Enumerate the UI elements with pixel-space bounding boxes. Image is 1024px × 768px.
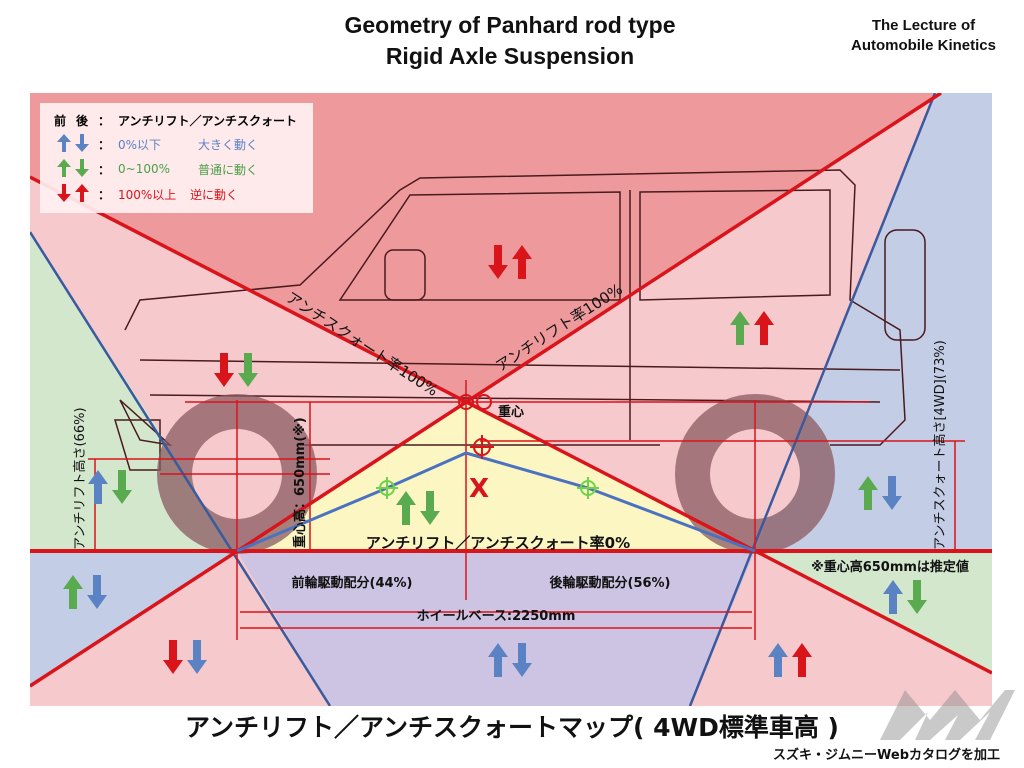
suspension-link-lines bbox=[236, 451, 756, 553]
red-down-arrow-icon bbox=[214, 353, 234, 387]
rear-drive-label: 後輪駆動配分(56%) bbox=[550, 575, 671, 591]
instant-center-mark: X bbox=[469, 474, 489, 504]
blue-up-down-arrows-icon bbox=[54, 133, 98, 156]
title-line-2: Rigid Axle Suspension bbox=[385, 43, 635, 69]
red-up-arrow-icon bbox=[792, 643, 812, 677]
map-title: アンチリフト／アンチスクォートマップ( 4WD標準車高 ) bbox=[185, 713, 839, 742]
link-pivot-markers bbox=[376, 477, 599, 499]
wheelbase-label: ホイールベース:2250mm bbox=[417, 609, 576, 624]
red-down-arrow-icon bbox=[488, 245, 508, 279]
front-zero-line bbox=[30, 231, 332, 706]
lecture-line-1: The Lecture of bbox=[871, 17, 976, 34]
green-up-arrow-icon bbox=[730, 311, 750, 345]
cg-label: 重心 bbox=[498, 404, 524, 420]
legend-row-red: ： 100%以上 逆に動く bbox=[54, 183, 238, 205]
anti-squat-height-label: アンチスクォート高さ[4WD](73%) bbox=[932, 340, 948, 550]
green-up-arrow-icon bbox=[63, 575, 83, 609]
legend-colon: ： bbox=[98, 113, 111, 128]
lecture-line-2: Automobile Kinetics bbox=[850, 37, 996, 54]
red-down-arrow-icon bbox=[163, 640, 183, 674]
page-title: Geometry of Panhard rod type Rigid Axle … bbox=[250, 10, 770, 72]
green-down-arrow-icon bbox=[112, 470, 132, 504]
green-down-arrow-icon bbox=[907, 580, 927, 614]
legend-meaning: 大きく動く bbox=[198, 137, 259, 152]
green-up-arrow-icon bbox=[396, 491, 416, 525]
cg-height-label: 重心高：650mm(※) bbox=[292, 417, 308, 548]
arrow-pairs bbox=[63, 245, 927, 677]
legend-colon: ： bbox=[98, 162, 111, 177]
title-line-1: Geometry of Panhard rod type bbox=[344, 12, 676, 38]
rear-zero-line bbox=[688, 93, 937, 706]
legend-front: 前 bbox=[54, 113, 67, 128]
green-up-down-arrows-icon bbox=[54, 158, 98, 181]
blue-up-arrow-icon bbox=[88, 470, 108, 504]
zone-yellow bbox=[237, 402, 755, 551]
legend-colon: ： bbox=[98, 187, 111, 202]
blue-down-arrow-icon bbox=[512, 643, 532, 677]
blue-down-arrow-icon bbox=[87, 575, 107, 609]
blue-down-arrow-icon bbox=[882, 476, 902, 510]
anti-lift-100-line bbox=[30, 93, 942, 688]
green-up-arrow-icon bbox=[858, 476, 878, 510]
legend-rear: 後 bbox=[76, 113, 89, 128]
front-drive-label: 前輪駆動配分(44%) bbox=[292, 575, 413, 591]
green-down-arrow-icon bbox=[238, 353, 258, 387]
reference-lines bbox=[88, 380, 965, 640]
zero-percent-label: アンチリフト／アンチスクォート率0% bbox=[366, 534, 630, 552]
legend: 前 後 ： アンチリフト／アンチスクォート ： 0%以下 大きく動く ： 0~1… bbox=[40, 103, 313, 213]
legend-row-blue: ： 0%以下 大きく動く bbox=[54, 133, 258, 155]
red-up-arrow-icon bbox=[754, 311, 774, 345]
legend-meaning: 逆に動く bbox=[190, 187, 239, 202]
cg-markers bbox=[458, 394, 494, 459]
blue-up-arrow-icon bbox=[883, 580, 903, 614]
legend-range: 0~100% bbox=[118, 162, 170, 176]
legend-header-text: アンチリフト／アンチスクォート bbox=[118, 113, 298, 128]
legend-meaning: 普通に動く bbox=[198, 162, 259, 177]
red-down-up-arrows-icon bbox=[54, 183, 98, 206]
credit-caption: スズキ・ジムニーWebカタログを加工 bbox=[773, 748, 1000, 763]
anti-lift-height-label: アンチリフト高さ(66%) bbox=[72, 407, 88, 550]
blue-up-arrow-icon bbox=[488, 643, 508, 677]
green-down-arrow-icon bbox=[420, 491, 440, 525]
blue-up-arrow-icon bbox=[768, 643, 788, 677]
legend-row-green: ： 0~100% 普通に動く bbox=[54, 158, 258, 180]
anti-squat-100-line bbox=[30, 175, 992, 675]
legend-colon: ： bbox=[98, 137, 111, 152]
blue-down-arrow-icon bbox=[187, 640, 207, 674]
legend-range: 0%以下 bbox=[118, 137, 162, 152]
legend-range: 100%以上 bbox=[118, 187, 177, 202]
estimate-note: ※重心高650mmは推定値 bbox=[811, 559, 969, 575]
lecture-caption: The Lecture of Automobile Kinetics bbox=[851, 16, 996, 56]
motor-fan-watermark bbox=[880, 690, 1015, 740]
legend-header: 前 後 ： アンチリフト／アンチスクォート bbox=[54, 109, 297, 131]
red-up-arrow-icon bbox=[512, 245, 532, 279]
